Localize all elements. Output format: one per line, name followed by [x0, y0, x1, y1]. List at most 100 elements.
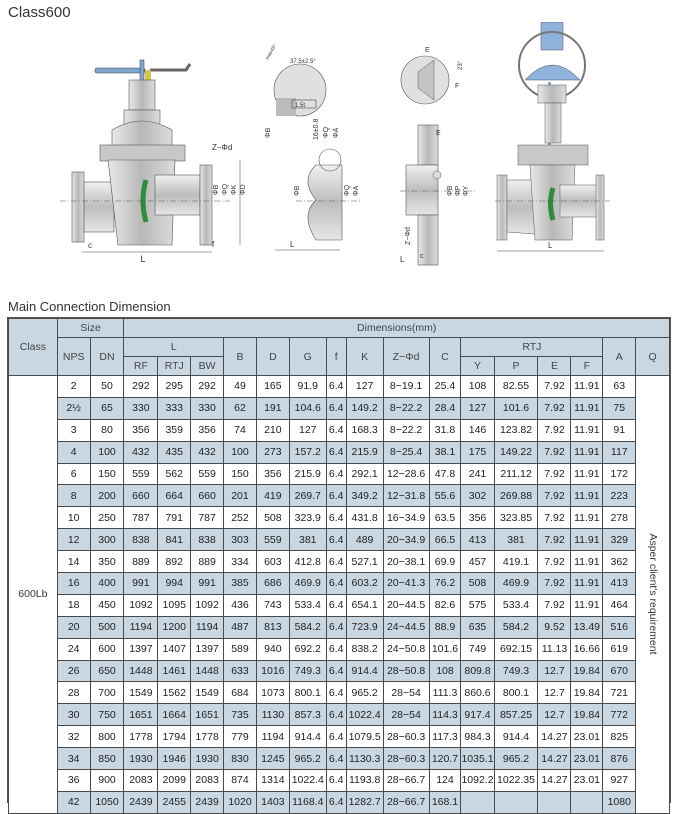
table-cell: 660: [190, 484, 225, 508]
table-cell: 787: [123, 506, 159, 530]
table-cell: 23.01: [570, 747, 604, 771]
table-cell: 381: [288, 528, 327, 552]
table-cell: 295: [157, 375, 192, 398]
table-cell: 350: [89, 550, 125, 574]
table-cell: 69.9: [428, 550, 462, 574]
table-cell: 18: [56, 593, 91, 617]
table-cell: 211.12: [493, 462, 539, 486]
table-cell: 66.5: [428, 528, 462, 552]
table-cell: 2439: [190, 790, 225, 814]
header-l-rf: RF: [123, 356, 159, 376]
table-cell: 749.3: [493, 659, 539, 683]
table-cell: 31.8: [428, 418, 462, 442]
table-cell: 559: [123, 462, 159, 486]
section-title: Main Connection Dimension: [8, 299, 171, 314]
table-cell: 269.7: [288, 484, 327, 508]
table-cell: 6.4: [325, 703, 347, 727]
table-cell: 34: [56, 747, 91, 771]
table-cell: 917.4: [460, 703, 495, 727]
table-cell: 82.6: [428, 593, 462, 617]
header-e: E: [537, 356, 572, 376]
table-cell: 1282.7: [345, 790, 384, 814]
table-cell: 16−34.9: [382, 506, 430, 530]
table-cell: 1130: [255, 703, 290, 727]
table-cell: 469.9: [288, 572, 327, 595]
svg-text:ΦD: ΦD: [240, 184, 247, 195]
table-cell: 28−54: [382, 681, 430, 705]
table-cell: 7.92: [537, 440, 572, 464]
q-cell: Asper client's requirement: [635, 375, 670, 814]
svg-text:ΦY: ΦY: [463, 185, 470, 196]
table-cell: 241: [460, 462, 495, 486]
table-cell: 650: [89, 659, 125, 683]
table-cell: 6.4: [325, 396, 347, 420]
svg-text:F: F: [455, 83, 459, 90]
table-cell: 349.2: [345, 484, 384, 508]
table-cell: 533.4: [493, 593, 539, 617]
table-cell: 11.91: [570, 462, 604, 486]
table-cell: 11.91: [570, 484, 604, 508]
table-cell: 38.1: [428, 440, 462, 464]
header-q: Q: [635, 337, 670, 376]
table-cell: 42: [56, 790, 91, 814]
svg-text:L: L: [290, 240, 295, 249]
header-b: B: [223, 337, 257, 376]
table-cell: 489: [345, 528, 384, 552]
table-cell: 172: [602, 462, 637, 486]
table-cell: 175: [460, 440, 495, 464]
table-cell: 876: [602, 747, 637, 771]
table-cell: 1651: [123, 703, 159, 727]
header-class: Class: [8, 318, 58, 376]
header-l-bw: BW: [190, 356, 225, 376]
svg-text:E: E: [436, 130, 441, 137]
table-cell: 436: [223, 593, 257, 617]
table-cell: 292: [190, 375, 225, 398]
table-cell: 28−66.7: [382, 769, 430, 792]
table-cell: 1022.35: [493, 769, 539, 792]
class-cell: 600Lb: [8, 375, 58, 814]
table-cell: 12: [56, 528, 91, 552]
table-cell: 201: [223, 484, 257, 508]
svg-text:ΦQ: ΦQ: [323, 126, 330, 138]
table-cell: 1778: [123, 725, 159, 749]
table-cell: 6.4: [325, 484, 347, 508]
table-cell: 9.52: [537, 615, 572, 639]
table-cell: 381: [493, 528, 539, 552]
table-cell: 28−60.3: [382, 725, 430, 749]
table-cell: 670: [602, 659, 637, 683]
header-k: K: [345, 337, 384, 376]
table-cell: 330: [190, 396, 225, 420]
table-cell: 292.1: [345, 462, 384, 486]
table-cell: 400: [89, 572, 125, 595]
table-cell: 11.91: [570, 528, 604, 552]
svg-text:ΦB: ΦB: [294, 185, 301, 196]
table-cell: 508: [460, 572, 495, 595]
table-cell: 330: [123, 396, 159, 420]
table-cell: 356: [460, 506, 495, 530]
table-cell: 91: [602, 418, 637, 442]
table-cell: 30: [56, 703, 91, 727]
table-cell: 516: [602, 615, 637, 639]
table-cell: 36: [56, 769, 91, 792]
table-cell: 6.4: [325, 550, 347, 574]
table-cell: 356: [255, 462, 290, 486]
table-cell: 215.9: [345, 440, 384, 464]
table-cell: 150: [89, 462, 125, 486]
table-cell: 1016: [255, 659, 290, 683]
table-cell: 800.1: [493, 681, 539, 705]
table-cell: 14: [56, 550, 91, 574]
svg-text:ΦB: ΦB: [265, 127, 272, 138]
table-cell: 635: [460, 615, 495, 639]
table-cell: 7.92: [537, 396, 572, 420]
table-cell: 120.7: [428, 747, 462, 771]
table-cell: 1314: [255, 769, 290, 792]
table-cell: 749: [460, 637, 495, 661]
table-cell: 2083: [123, 769, 159, 792]
svg-text:c: c: [420, 253, 424, 260]
